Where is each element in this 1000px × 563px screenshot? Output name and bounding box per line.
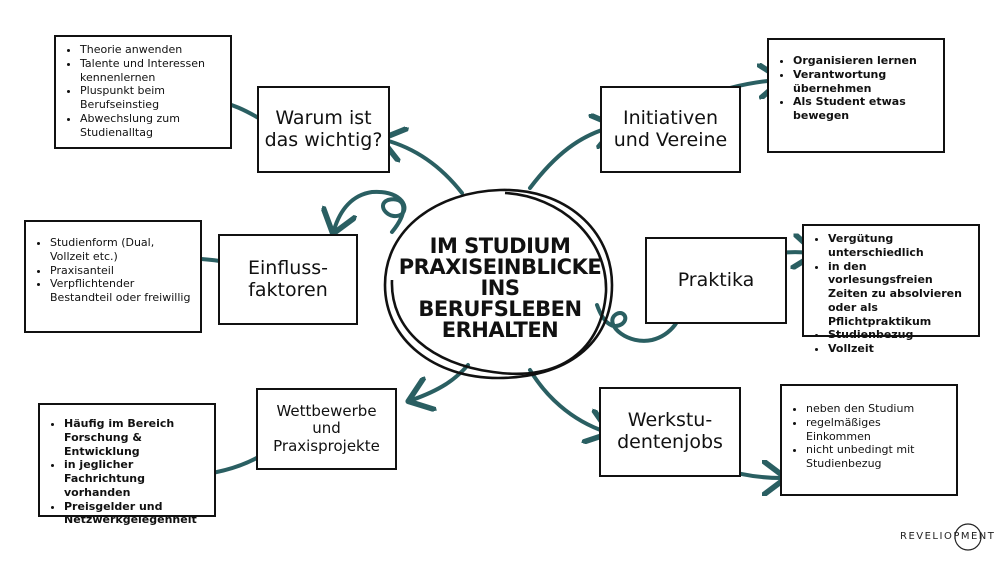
- list-item: Studienform (Dual, Vollzeit etc.): [50, 236, 192, 264]
- list-item: Vergütung unterschiedlich: [828, 232, 970, 260]
- center-circle: [383, 188, 614, 380]
- arrow-to-einfluss: [334, 189, 407, 232]
- topic-werkstudentenjobs: Werkstu- dentenjobs: [599, 387, 741, 477]
- center-title-line: ERHALTEN: [441, 317, 559, 342]
- center-title-line: IM STUDIUM: [429, 233, 571, 258]
- arrow-to-praktika: [595, 300, 686, 343]
- note-initiativen-list: Organisieren lernen Verantwortung überne…: [775, 54, 935, 123]
- list-item: regelmäßiges Einkommen: [806, 416, 948, 444]
- list-item: Praxisanteil: [50, 264, 192, 278]
- note-initiativen: Organisieren lernen Verantwortung überne…: [767, 38, 945, 153]
- list-item: Pluspunkt beim Berufseinstieg: [80, 84, 222, 112]
- note-praktika-list: Vergütung unterschiedlich in den vorlesu…: [810, 232, 970, 356]
- list-item: Studienbezug: [828, 328, 970, 342]
- list-item: Verantwortung übernehmen: [793, 68, 935, 96]
- topic-werkstudentenjobs-label: Werkstu- dentenjobs: [617, 409, 723, 453]
- list-item: Theorie anwenden: [80, 43, 222, 57]
- note-warum-list: Theorie anwenden Talente und Interessen …: [62, 43, 222, 139]
- topic-wettbewerbe-label: Wettbewerbe und Praxisprojekte: [273, 402, 380, 455]
- list-item: Abwechslung zum Studienalltag: [80, 112, 222, 140]
- list-item: Organisieren lernen: [793, 54, 935, 68]
- note-werkstudentenjobs: neben den Studium regelmäßiges Einkommen…: [780, 384, 958, 496]
- topic-initiativen: Initiativen und Vereine: [600, 86, 741, 173]
- center-circle-stroke-2: [390, 191, 608, 376]
- arrow-to-warum: [385, 140, 464, 195]
- center-title-line: PRAXISEINBLICKE: [398, 254, 602, 279]
- list-item: Verpflichtender Bestandteil oder freiwil…: [50, 277, 192, 305]
- list-item: nicht unbedingt mit Studienbezug: [806, 443, 948, 471]
- arrow-to-wettbewerbe: [412, 363, 470, 400]
- topic-initiativen-label: Initiativen und Vereine: [613, 106, 728, 151]
- topic-wettbewerbe: Wettbewerbe und Praxisprojekte: [256, 388, 397, 470]
- note-praktika: Vergütung unterschiedlich in den vorlesu…: [802, 224, 980, 355]
- list-item: Preisgelder und Netzwerkgelegenheit: [64, 500, 206, 528]
- topic-praktika: Praktika: [645, 237, 787, 324]
- list-item: Vollzeit: [828, 342, 970, 356]
- note-einflussfaktoren: Studienform (Dual, Vollzeit etc.) Praxis…: [24, 220, 202, 333]
- list-item: neben den Studium: [806, 402, 948, 416]
- note-einflussfaktoren-list: Studienform (Dual, Vollzeit etc.) Praxis…: [32, 236, 192, 305]
- center-title: IM STUDIUM PRAXISEINBLICKE INS BERUFSLEB…: [398, 233, 602, 342]
- topic-warum: Warum ist das wichtig?: [257, 86, 390, 173]
- topic-einflussfaktoren-label: Einfluss- faktoren: [248, 256, 328, 301]
- brand-logo-text: REVELIOPMENT: [900, 531, 996, 542]
- topic-warum-label: Warum ist das wichtig?: [264, 106, 383, 151]
- brand-logo-mark: [954, 523, 982, 551]
- center-title-line: INS BERUFSLEBEN: [418, 275, 582, 321]
- list-item: Talente und Interessen kennenlernen: [80, 57, 222, 85]
- note-wettbewerbe-list: Häufig im Bereich Forschung & Entwicklun…: [46, 417, 206, 527]
- note-werkstudentenjobs-list: neben den Studium regelmäßiges Einkommen…: [788, 402, 948, 471]
- topic-einflussfaktoren: Einfluss- faktoren: [218, 234, 358, 325]
- note-warum: Theorie anwenden Talente und Interessen …: [54, 35, 232, 149]
- list-item: in jeglicher Fachrichtung vorhanden: [64, 458, 206, 499]
- note-wettbewerbe: Häufig im Bereich Forschung & Entwicklun…: [38, 403, 216, 526]
- list-item: in den vorlesungsfreien Zeiten zu absolv…: [828, 260, 970, 329]
- list-item: Häufig im Bereich Forschung & Entwicklun…: [64, 417, 206, 458]
- topic-praktika-label: Praktika: [677, 268, 755, 291]
- arrow-to-werkstudenten: [528, 368, 606, 432]
- list-item: Als Student etwas bewegen: [793, 95, 935, 123]
